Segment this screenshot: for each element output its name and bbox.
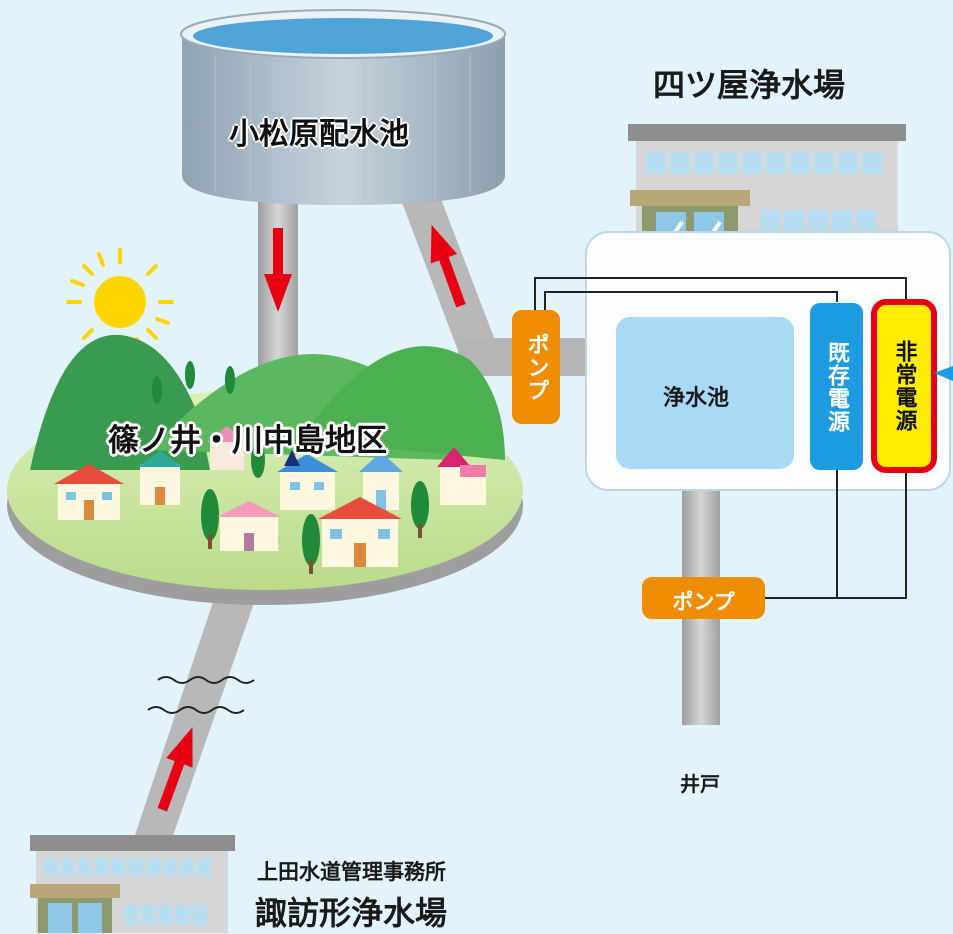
yotsuya-plant-label: 四ツ屋浄水場 <box>653 66 846 104</box>
emergency-power-label: 非常電源 <box>874 302 934 470</box>
clean-water-tank <box>616 317 794 469</box>
emergency-power-text: 非常電源 <box>891 340 917 432</box>
arrow-up-lower-icon <box>157 727 193 812</box>
reservoir-label: 小松原配水池 <box>229 117 409 152</box>
pump-upper-text: ポンプ <box>523 332 549 402</box>
pump-box-upper <box>512 310 560 424</box>
pump-upper-label: ポンプ <box>512 310 560 424</box>
arrow-down-icon <box>264 228 292 312</box>
pipe-break-icon <box>147 676 255 714</box>
pump-box-lower <box>642 577 765 619</box>
power-wiring <box>534 277 907 599</box>
existing-power-box <box>810 303 863 470</box>
incoming-arrow-icon <box>934 366 953 381</box>
flow-arrows <box>157 224 466 812</box>
emergency-power-box <box>871 299 937 473</box>
arrow-up-right-icon <box>430 224 466 308</box>
reservoir-tank <box>180 9 506 205</box>
office-label: 上田水道管理事務所 <box>257 860 446 884</box>
district-island <box>7 334 523 605</box>
well-label: 井戸 <box>680 772 720 796</box>
suwagata-plant-label: 諏訪形浄水場 <box>255 894 448 932</box>
houses <box>54 426 486 567</box>
clean-tank-label: 浄水池 <box>663 386 730 411</box>
existing-power-text: 既存電源 <box>824 340 850 433</box>
district-label: 篠ノ井・川中島地区 <box>108 423 387 459</box>
suwagata-plant-building <box>30 835 235 933</box>
pump-lower-label: ポンプ <box>672 590 735 614</box>
existing-power-label: 既存電源 <box>810 303 863 470</box>
pipe-suwagata-to-district <box>130 575 262 850</box>
